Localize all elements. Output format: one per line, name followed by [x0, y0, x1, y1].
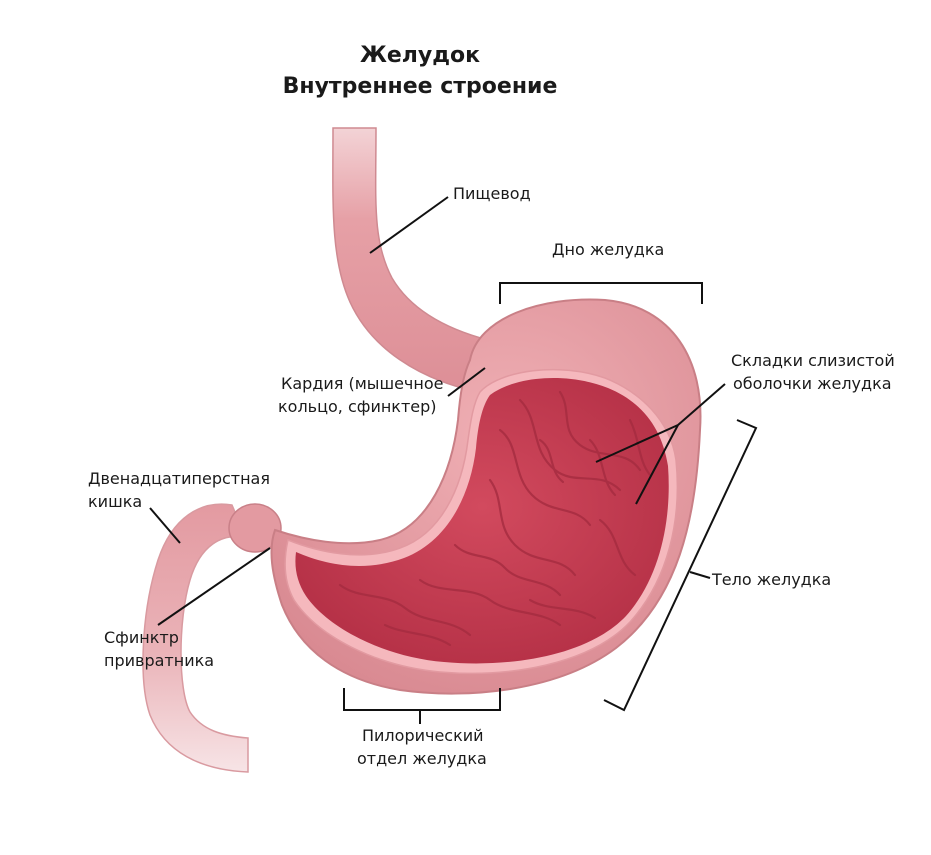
label-esophagus: Пищевод	[453, 184, 531, 203]
label-cardia-line2: кольцо, сфинктер)	[278, 397, 437, 416]
bracket-body	[603, 419, 758, 712]
label-mucosa-folds-line1: Складки слизистой	[731, 351, 895, 370]
bracket-fundus	[499, 282, 703, 304]
diagram-title: Желудок Внутреннее строение	[230, 40, 610, 102]
label-body: Тело желудка	[712, 570, 832, 589]
label-cardia-line1: Кардия (мышечное	[281, 374, 444, 393]
leader-body	[689, 571, 711, 579]
leader-cardia	[447, 367, 486, 397]
bracket-pyloric-part	[343, 688, 501, 711]
leader-folds-b	[635, 424, 679, 505]
label-pyloric-sphincter-line2: привратника	[104, 651, 215, 670]
leader-duodenum	[149, 507, 181, 544]
label-duodenum-line2: кишка	[88, 492, 143, 511]
esophagus	[332, 127, 489, 391]
stomach-cavity	[295, 378, 669, 664]
leader-folds-a	[595, 424, 679, 463]
leader-pyloric-sphincter	[157, 547, 271, 626]
leader-lines	[149, 196, 758, 724]
label-mucosa-folds-line2: оболочки желудка	[733, 374, 892, 393]
label-pyloric-sphincter-line1: Сфинктр	[104, 628, 179, 647]
duodenum	[142, 503, 282, 773]
title-line2: Внутреннее строение	[282, 74, 558, 99]
label-duodenum-line1: Двенадцатиперстная	[88, 469, 270, 488]
label-pyloric-part-line1: Пилорический	[362, 726, 484, 745]
mucosal-folds	[338, 390, 652, 647]
title-line1: Желудок	[359, 43, 481, 68]
label-pyloric-part-line2: отдел желудка	[357, 749, 487, 768]
label-fundus: Дно желудка	[552, 240, 665, 259]
leader-esophagus	[369, 196, 449, 254]
leader-folds-split	[677, 383, 726, 426]
